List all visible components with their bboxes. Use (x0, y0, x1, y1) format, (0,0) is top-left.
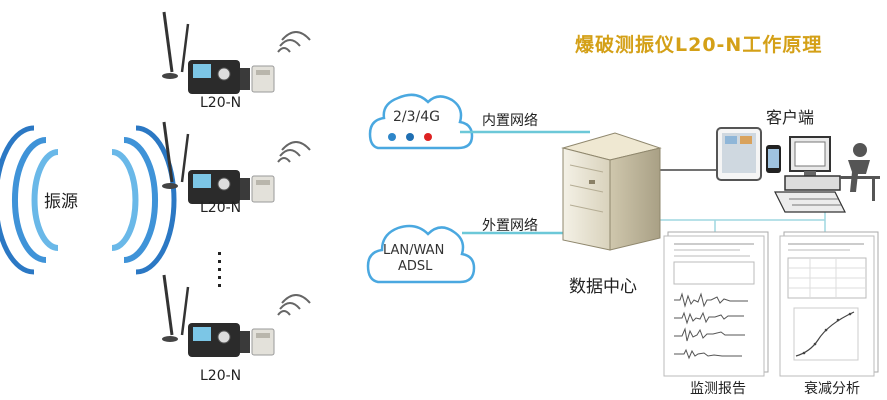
device-label: L20-N (200, 95, 242, 111)
wired-cloud-icon (366, 224, 476, 284)
tablet-icon (716, 127, 762, 181)
l20n-device-icon (160, 10, 312, 96)
diagram-title: 爆破测振仪L20-N工作原理 (575, 34, 823, 56)
wired-network-label-line2: ADSL (398, 259, 433, 274)
vibration-source-waves (0, 125, 177, 275)
device-label: L20-N (200, 368, 242, 384)
l20n-device-icon (160, 120, 312, 206)
attenuation-report-icon (779, 231, 879, 377)
internal-network-label: 内置网络 (482, 113, 538, 129)
client-label: 客户端 (766, 108, 815, 127)
phone-icon (766, 145, 781, 173)
datacenter-label: 数据中心 (569, 277, 637, 297)
vibration-source-label: 振源 (44, 192, 78, 212)
wired-network-label-line1: LAN/WAN (383, 243, 445, 258)
l20n-device-icon (160, 273, 312, 359)
desktop-computer-icon (774, 136, 846, 213)
attenuation-analysis-label: 衰减分析 (804, 381, 860, 397)
ellipsis-dots (218, 252, 221, 287)
monitoring-report-label: 监测报告 (690, 381, 746, 397)
server-icon (561, 132, 662, 251)
cellular-network-label: 2/3/4G (393, 109, 441, 125)
monitoring-report-icon (663, 231, 769, 377)
external-network-label: 外置网络 (482, 218, 538, 234)
device-label: L20-N (200, 200, 242, 216)
user-icon (840, 143, 880, 201)
